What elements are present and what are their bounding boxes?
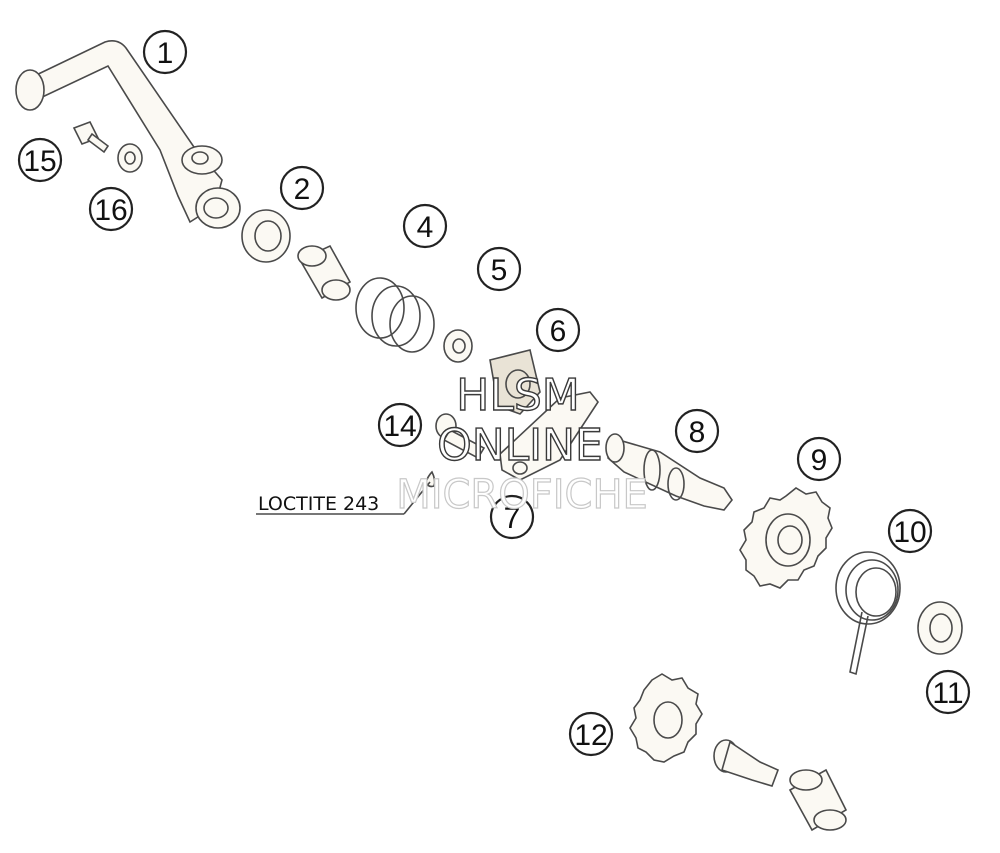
callout-7-label: 7 [504,502,521,535]
callout-14-label: 14 [383,410,416,443]
screw-part-14 [435,413,486,460]
ratchet-part-6 [489,349,541,415]
sleeve-part [788,768,848,832]
callout-2: 2 [279,165,325,211]
callout-16-label: 16 [94,194,127,227]
loctite-note-label: LOCTITE 243 [258,493,379,515]
loctite-note: LOCTITE 243 [256,481,431,515]
watermark-line-1: HLSM [456,370,580,421]
gear-part-12 [629,673,703,763]
gear-part-9 [739,487,833,589]
callout-16: 16 [88,186,134,232]
spring-part-10 [835,551,901,676]
callout-4-label: 4 [417,211,434,244]
callout-10: 10 [887,508,933,554]
callout-2-label: 2 [294,173,311,206]
callout-11: 11 [925,669,971,715]
kick-lever-part [15,40,241,229]
bolt-part-15 [72,120,110,154]
callout-8: 8 [674,408,720,454]
callout-10-label: 10 [893,516,926,549]
washer-part-5 [443,329,473,363]
callout-12-label: 12 [574,719,607,752]
lock-washer-part-16 [117,143,143,173]
watermark: HLSM ONLINE MICROFICHE [396,369,649,518]
callout-11-label: 11 [932,677,963,710]
callout-14: 14 [377,402,423,448]
callout-6: 6 [535,307,581,353]
callout-9: 9 [796,436,842,482]
callout-1: 1 [142,29,188,75]
callout-4: 4 [402,203,448,249]
callout-5: 5 [476,246,522,292]
kickstart-shaft-part-8 [605,433,733,511]
seal-ring-part-2 [241,209,291,263]
callout-9-label: 9 [811,444,828,477]
guide-plate-part-7 [499,391,599,481]
bushing-part [297,244,352,301]
callout-15: 15 [17,137,63,183]
washer-part-11 [917,601,963,655]
callout-5-label: 5 [491,254,508,287]
spring-rings-part-4 [355,277,435,353]
callout-15-label: 15 [23,145,56,178]
callout-1-label: 1 [157,37,174,70]
callout-7: 7 [489,494,535,540]
callout-8-label: 8 [689,416,706,449]
intermediate-shaft-part [713,739,780,787]
thread-lock-drop [425,470,436,488]
callout-6-label: 6 [550,315,567,348]
watermark-line-3: MICROFICHE [396,472,648,518]
callout-12: 12 [568,711,614,757]
watermark-line-2: ONLINE [437,420,603,471]
